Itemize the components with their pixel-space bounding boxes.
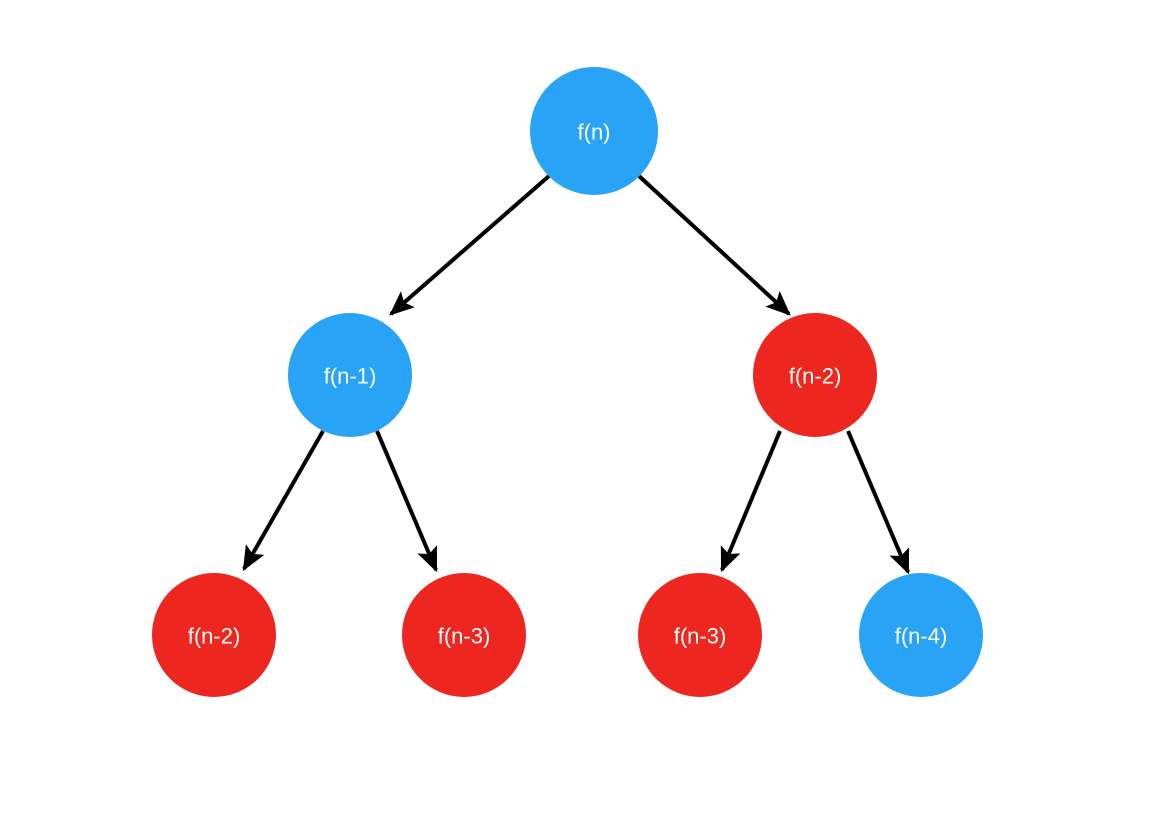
tree-node-l2-d[interactable]: f(n-4) xyxy=(859,573,983,697)
nodes-group: f(n) f(n-1) f(n-2) f(n-2) f(n-3) f(n-3) f(n-4) xyxy=(152,67,983,697)
tree-edge-l1-left-to-l2-b xyxy=(375,430,438,573)
node-label-l2-b: f(n-3) xyxy=(438,624,491,649)
node-label-l1-right: f(n-2) xyxy=(789,364,842,389)
tree-node-l2-a[interactable]: f(n-2) xyxy=(152,573,276,697)
tree-edge-root-to-l1-right xyxy=(637,174,791,316)
node-circle-l2-b[interactable] xyxy=(402,573,526,697)
edges-group xyxy=(242,174,910,575)
node-circle-l1-left[interactable] xyxy=(288,313,412,437)
tree-edge-l1-right-to-l2-c xyxy=(720,430,782,573)
tree-node-l1-right[interactable]: f(n-2) xyxy=(753,313,877,437)
node-circle-l2-a[interactable] xyxy=(152,573,276,697)
node-label-l2-a: f(n-2) xyxy=(188,624,241,649)
node-label-l1-left: f(n-1) xyxy=(324,364,377,389)
node-label-l2-d: f(n-4) xyxy=(895,624,948,649)
node-label-root: f(n) xyxy=(578,120,611,145)
tree-edge-l1-left-to-l2-a xyxy=(242,430,325,572)
node-circle-l1-right[interactable] xyxy=(753,313,877,437)
node-circle-l2-c[interactable] xyxy=(638,573,762,697)
tree-edge-l1-right-to-l2-d xyxy=(846,430,910,575)
tree-node-root[interactable]: f(n) xyxy=(530,67,658,195)
tree-node-l2-b[interactable]: f(n-3) xyxy=(402,573,526,697)
tree-edge-root-to-l1-left xyxy=(389,174,551,316)
tree-node-l1-left[interactable]: f(n-1) xyxy=(288,313,412,437)
node-circle-l2-d[interactable] xyxy=(859,573,983,697)
tree-node-l2-c[interactable]: f(n-3) xyxy=(638,573,762,697)
node-label-l2-c: f(n-3) xyxy=(674,624,727,649)
node-circle-root[interactable] xyxy=(530,67,658,195)
